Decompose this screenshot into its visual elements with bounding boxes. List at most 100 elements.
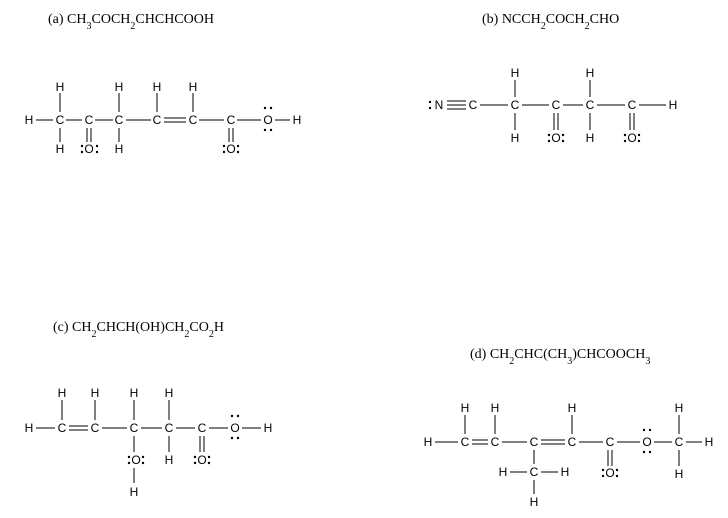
carbon-atom: C bbox=[198, 421, 207, 435]
structure-b: N C C H H C O C H H C bbox=[428, 66, 678, 145]
formula-subscript: 2 bbox=[585, 21, 590, 32]
lone-pair-dot bbox=[141, 461, 145, 465]
lone-pair-dot bbox=[648, 450, 652, 454]
hydrogen-atom: H bbox=[165, 453, 174, 467]
lone-pair-dot bbox=[230, 414, 234, 418]
carbon-atom: C bbox=[511, 98, 520, 112]
carbon-atom: C bbox=[628, 98, 637, 112]
carbon-atom: C bbox=[461, 435, 470, 449]
lone-pair-dot bbox=[623, 139, 627, 143]
lone-pair-dot bbox=[561, 133, 565, 137]
oxygen-atom: O bbox=[226, 142, 235, 156]
carbon-atom: C bbox=[227, 113, 236, 127]
formula-text: CHCHCOOH bbox=[135, 12, 214, 27]
formula-text: CHO bbox=[590, 12, 620, 27]
lone-pair-dot bbox=[561, 139, 565, 143]
hydrogen-atom: H bbox=[499, 465, 508, 479]
lone-pair-dot bbox=[236, 144, 240, 148]
carbon-atom: C bbox=[552, 98, 561, 112]
carbon-atom: C bbox=[530, 435, 539, 449]
structure-d: H C H C H C C H H H C H C bbox=[424, 401, 714, 509]
carbon-atom: C bbox=[189, 113, 198, 127]
hydrogen-atom: H bbox=[561, 465, 570, 479]
formula-text: )CHCOOCH bbox=[572, 347, 645, 362]
carbon-atom: C bbox=[586, 98, 595, 112]
hydrogen-atom: H bbox=[130, 485, 139, 499]
hydrogen-atom: H bbox=[56, 80, 65, 94]
lone-pair-dot bbox=[642, 428, 646, 432]
hydrogen-atom: H bbox=[491, 401, 500, 415]
formula-subscript: 3 bbox=[87, 21, 92, 32]
lone-pair-dot bbox=[615, 468, 619, 472]
lone-pair-dot bbox=[642, 450, 646, 454]
hydrogen-atom: H bbox=[511, 131, 520, 145]
hydrogen-atom: H bbox=[25, 421, 34, 435]
carbon-atom: C bbox=[153, 113, 162, 127]
carbon-atom: C bbox=[606, 435, 615, 449]
panel-a: (a) CH3COCH2CHCHCOOH H H bbox=[25, 12, 302, 156]
lone-pair-dot bbox=[207, 461, 211, 465]
oxygen-atom: O bbox=[84, 142, 93, 156]
formula-d: (d) CH2CHC(CH3)CHCOOCH3 bbox=[470, 347, 650, 367]
carbon-atom: C bbox=[56, 113, 65, 127]
hydrogen-atom: H bbox=[586, 131, 595, 145]
hydrogen-atom: H bbox=[189, 80, 198, 94]
formula-a: (a) CH3COCH2CHCHCOOH bbox=[48, 12, 214, 32]
hydrogen-atom: H bbox=[91, 386, 100, 400]
carbon-atom: C bbox=[91, 421, 100, 435]
structure-c: H C H C H C H O H C H H bbox=[25, 386, 273, 499]
hydrogen-atom: H bbox=[115, 80, 124, 94]
formula-subscript: 2 bbox=[130, 21, 135, 32]
panel-d: (d) CH2CHC(CH3)CHCOOCH3 H C H C H C C H … bbox=[424, 347, 714, 509]
lone-pair-dot bbox=[80, 144, 84, 148]
carbon-atom: C bbox=[568, 435, 577, 449]
lone-pair-dot bbox=[127, 455, 131, 459]
hydrogen-atom: H bbox=[25, 113, 34, 127]
lone-pair-dot bbox=[263, 128, 267, 132]
panel-c: (c) CH2CHCH(OH)CH2CO2H H C H C H C H O H… bbox=[25, 320, 273, 499]
lone-pair-dot bbox=[236, 150, 240, 154]
oxygen-atom: O bbox=[551, 131, 560, 145]
lone-pair-dot bbox=[222, 150, 226, 154]
formula-subscript: 2 bbox=[92, 329, 97, 340]
hydrogen-atom: H bbox=[705, 435, 714, 449]
hydrogen-atom: H bbox=[58, 386, 67, 400]
lone-pair-dot bbox=[637, 139, 641, 143]
hydrogen-atom: H bbox=[675, 467, 684, 481]
oxygen-atom: O bbox=[197, 453, 206, 467]
hydrogen-atom: H bbox=[130, 386, 139, 400]
lone-pair-dot bbox=[623, 133, 627, 137]
lone-pair-dot bbox=[193, 461, 197, 465]
hydrogen-atom: H bbox=[115, 142, 124, 156]
formula-subscript: 3 bbox=[645, 356, 650, 367]
formula-b: (b) NCCH2COCH2CHO bbox=[482, 12, 619, 32]
lone-pair-dot bbox=[547, 139, 551, 143]
formula-subscript: 2 bbox=[509, 356, 514, 367]
carbon-atom: C bbox=[469, 98, 478, 112]
structure-a: H H C H C O H C H H C H C C O O H bbox=[25, 80, 302, 156]
lone-pair-dot bbox=[95, 150, 99, 154]
oxygen-atom: O bbox=[642, 435, 651, 449]
hydrogen-atom: H bbox=[165, 386, 174, 400]
oxygen-atom: O bbox=[605, 466, 614, 480]
lone-pair-dot bbox=[601, 468, 605, 472]
hydrogen-atom: H bbox=[669, 98, 678, 112]
lone-pair-dot bbox=[269, 128, 273, 132]
lone-pair-dot bbox=[193, 455, 197, 459]
formula-c: (c) CH2CHCH(OH)CH2CO2H bbox=[53, 320, 224, 340]
formula-text: (d) CH bbox=[470, 347, 509, 362]
hydrogen-atom: H bbox=[153, 80, 162, 94]
formula-text: CO bbox=[189, 320, 208, 335]
nitrogen-atom: N bbox=[435, 98, 444, 112]
formula-text: (a) CH bbox=[48, 12, 87, 27]
lone-pair-dot bbox=[236, 436, 240, 440]
hydrogen-atom: H bbox=[568, 401, 577, 415]
lone-pair-dot bbox=[230, 436, 234, 440]
hydrogen-atom: H bbox=[424, 435, 433, 449]
carbon-atom: C bbox=[675, 435, 684, 449]
hydrogen-atom: H bbox=[461, 401, 470, 415]
formula-subscript: 2 bbox=[209, 329, 214, 340]
hydrogen-atom: H bbox=[530, 495, 539, 509]
lone-pair-dot bbox=[127, 461, 131, 465]
